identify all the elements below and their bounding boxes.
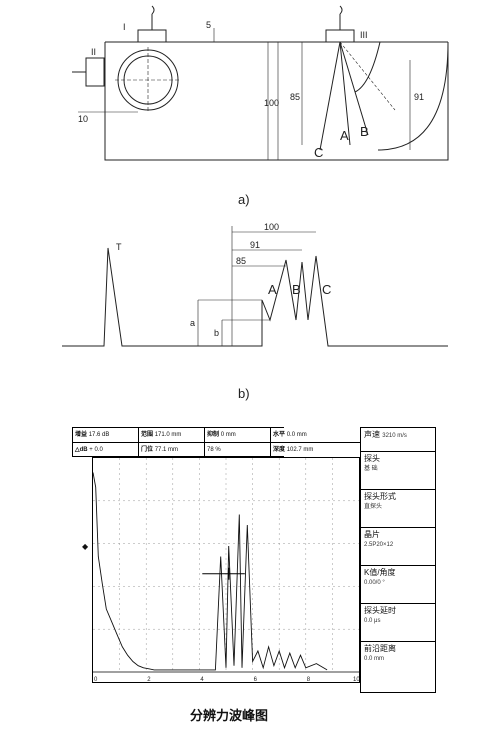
- x-tick-label: 10: [353, 677, 359, 682]
- info-horizontal: 水平 0.0 mm: [271, 428, 361, 443]
- reflector-c: C: [314, 145, 323, 160]
- bottom-caption: 分辨力波峰图: [190, 708, 269, 723]
- flaw-detector-screen: 增益 17.6 dB 范围 171.0 mm 抑制 0 mm 水平 0.0 mm…: [72, 427, 436, 693]
- peak-c: C: [322, 282, 331, 297]
- setting-probe-type: 探头形式直探头: [361, 490, 435, 528]
- x-tick-label: 2: [147, 677, 151, 682]
- figure-b-block: [62, 226, 448, 347]
- caption-b: b): [238, 386, 250, 401]
- dim-b-a: a: [190, 318, 195, 328]
- label-probe-3: III: [360, 30, 368, 40]
- info-reject: 抑制 0 mm: [205, 428, 271, 443]
- label-pulse-t: T: [116, 242, 122, 252]
- dim-left-offset: 10: [78, 114, 88, 124]
- reflector-a: A: [340, 128, 349, 143]
- dim-100: 100: [264, 98, 279, 108]
- info-gain: 增益 17.6 dB: [73, 428, 139, 443]
- probe-1: [137, 29, 167, 43]
- x-tick-label: 8: [307, 677, 311, 682]
- dim-top-offset: 5: [206, 20, 211, 30]
- caption-a: a): [238, 192, 250, 207]
- a-scan-svg: 0 2 4 6 8 10: [93, 458, 359, 682]
- echo-series: [93, 472, 328, 671]
- a-scan-display: 0 2 4 6 8 10: [92, 457, 360, 683]
- dim-b-85: 85: [236, 256, 246, 266]
- probe-3: [325, 29, 355, 43]
- setting-sound-speed: 声速 3210 m/s: [361, 428, 435, 452]
- peak-b: B: [292, 282, 301, 297]
- beam-line-c: [319, 41, 341, 151]
- x-tick-label: 0: [94, 677, 98, 682]
- figure-a-block: [72, 5, 449, 161]
- probe-2: [85, 57, 105, 87]
- info-delta-db: △dB + 0.0: [73, 443, 139, 458]
- info-bar: 增益 17.6 dB 范围 171.0 mm 抑制 0 mm 水平 0.0 mm…: [72, 427, 361, 458]
- dim-b-b: b: [214, 328, 219, 338]
- setting-probe: 探头基 础: [361, 452, 435, 490]
- arc-reflector: [354, 41, 381, 93]
- beam-line-a: [339, 41, 351, 146]
- label-probe-2: II: [91, 47, 96, 57]
- info-gate: 门位 77.1 mm: [139, 443, 205, 458]
- echo-trace: [62, 247, 448, 347]
- screen-marker-icon: ◆: [82, 542, 89, 551]
- x-tick-label: 4: [200, 677, 204, 682]
- x-tick-label: 6: [254, 677, 258, 682]
- dim-85: 85: [290, 92, 300, 102]
- info-depth: 深度 102.7 mm: [271, 443, 361, 458]
- dim-b-100: 100: [264, 222, 279, 232]
- info-gate-level: 78 %: [205, 443, 271, 458]
- dim-91: 91: [414, 92, 424, 102]
- label-probe-1: I: [123, 22, 126, 32]
- dim-b-91: 91: [250, 240, 260, 250]
- peak-a: A: [268, 282, 277, 297]
- beam-line-b: [339, 41, 369, 136]
- reflector-b: B: [360, 124, 369, 139]
- info-range: 范围 171.0 mm: [139, 428, 205, 443]
